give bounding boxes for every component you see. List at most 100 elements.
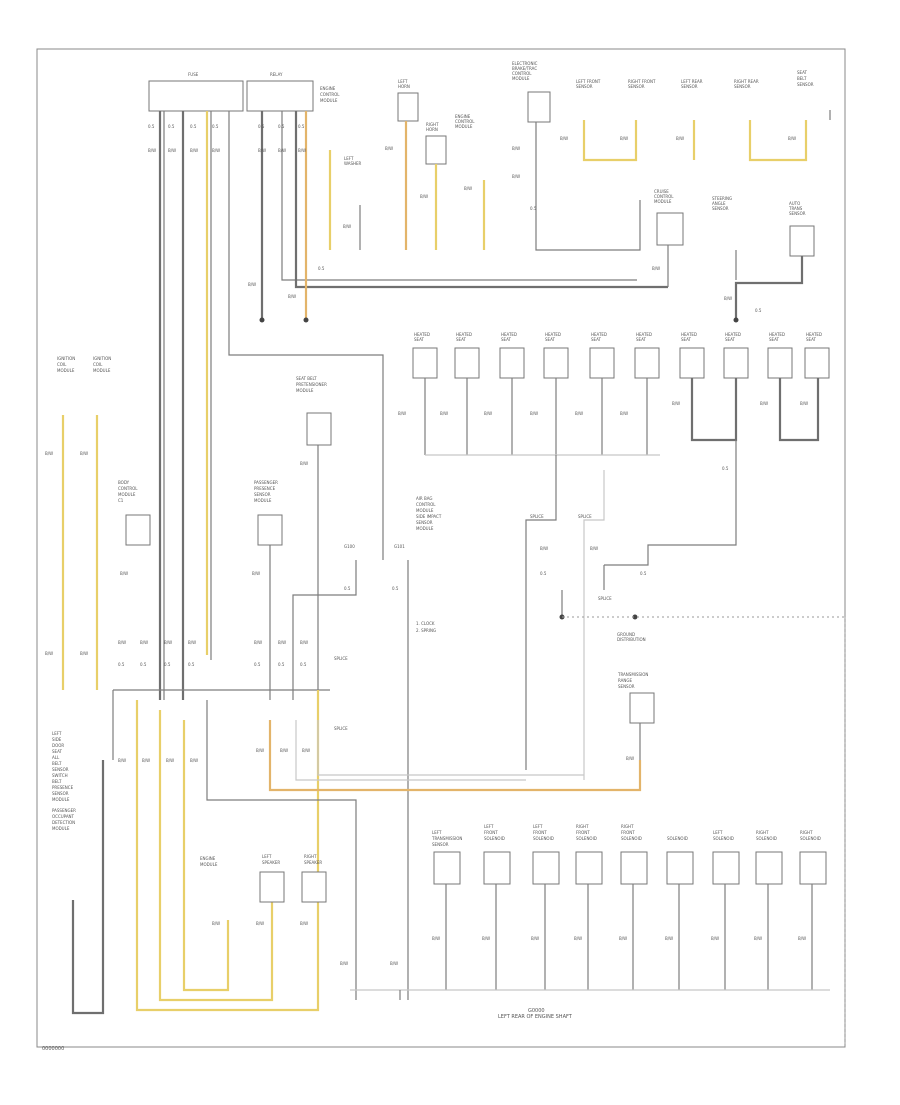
- svg-text:SPLICE: SPLICE: [334, 726, 348, 731]
- svg-text:SIDE: SIDE: [52, 737, 62, 742]
- svg-text:SEAT: SEAT: [725, 337, 735, 342]
- wires-middle: G100 G101 0.5 0.5: [269, 445, 409, 1000]
- svg-text:FUSE: FUSE: [188, 72, 199, 77]
- svg-text:HEATED: HEATED: [414, 332, 430, 337]
- svg-text:0.5: 0.5: [278, 662, 285, 667]
- svg-text:PRESENCE: PRESENCE: [52, 785, 74, 790]
- svg-text:B/W: B/W: [80, 651, 88, 656]
- svg-text:HEATED: HEATED: [725, 332, 741, 337]
- svg-text:0.5: 0.5: [190, 124, 197, 129]
- fuse-box-right: RELAY ENGINE CONTROL MODULE: [246, 72, 340, 112]
- svg-text:PRETENSIONER: PRETENSIONER: [296, 382, 327, 387]
- svg-text:B/W: B/W: [278, 148, 286, 153]
- svg-text:B/W: B/W: [148, 148, 156, 153]
- svg-text:0.5: 0.5: [755, 308, 762, 313]
- svg-text:B/W: B/W: [800, 401, 808, 406]
- svg-text:B/W: B/W: [652, 266, 660, 271]
- svg-text:2. SPRING: 2. SPRING: [416, 628, 436, 633]
- svg-text:HORN: HORN: [398, 84, 410, 89]
- svg-text:TRANSMISSION: TRANSMISSION: [431, 836, 462, 841]
- svg-text:B/W: B/W: [118, 640, 126, 645]
- component-seat-module: SEAT BELT PRETENSIONER MODULE B/W: [296, 376, 332, 466]
- svg-text:B/W: B/W: [248, 282, 256, 287]
- svg-text:B/W: B/W: [212, 148, 220, 153]
- svg-text:0.5: 0.5: [212, 124, 219, 129]
- svg-text:OCCUPANT: OCCUPANT: [52, 814, 75, 819]
- svg-text:SPEAKER: SPEAKER: [262, 860, 280, 865]
- svg-text:PRESENCE: PRESENCE: [254, 486, 276, 491]
- svg-text:0.5: 0.5: [540, 571, 547, 576]
- svg-text:CONTROL: CONTROL: [455, 119, 475, 124]
- svg-text:SEAT BELT: SEAT BELT: [296, 376, 317, 381]
- svg-text:PASSENGER: PASSENGER: [254, 480, 278, 485]
- svg-text:IGNITION: IGNITION: [57, 356, 75, 361]
- svg-text:B/W: B/W: [302, 748, 310, 753]
- svg-text:MODULE: MODULE: [455, 124, 473, 129]
- svg-text:SENSOR: SENSOR: [52, 767, 69, 772]
- svg-text:SEAT: SEAT: [681, 337, 691, 342]
- svg-text:DETECTION: DETECTION: [52, 820, 75, 825]
- svg-text:B/W: B/W: [142, 758, 150, 763]
- svg-text:FRONT: FRONT: [484, 830, 498, 835]
- svg-text:LEFT: LEFT: [432, 830, 442, 835]
- svg-text:COIL: COIL: [93, 362, 103, 367]
- svg-text:0.5: 0.5: [530, 206, 537, 211]
- left-description-block: LEFT SIDE DOOR SEAT ALL BELT SENSOR SWIT…: [52, 731, 76, 831]
- svg-text:C1: C1: [118, 498, 124, 503]
- ground-bus-bottom: B/W B/W G0000 LEFT REAR OF ENGINE SHAFT: [340, 961, 830, 1020]
- svg-text:MODULE: MODULE: [512, 76, 530, 81]
- svg-text:0.5: 0.5: [300, 662, 307, 667]
- svg-text:B/W: B/W: [620, 411, 628, 416]
- svg-text:B/W: B/W: [560, 136, 568, 141]
- svg-text:HEATED: HEATED: [681, 332, 697, 337]
- svg-text:B/W: B/W: [676, 136, 684, 141]
- svg-text:B/W: B/W: [420, 194, 428, 199]
- svg-text:B/W: B/W: [482, 936, 490, 941]
- svg-text:B/W: B/W: [168, 148, 176, 153]
- svg-text:B/W: B/W: [531, 936, 539, 941]
- svg-text:LEFT FRONT: LEFT FRONT: [576, 79, 601, 84]
- svg-text:SEAT: SEAT: [414, 337, 424, 342]
- svg-text:MODULE: MODULE: [52, 797, 70, 802]
- svg-text:SEAT: SEAT: [545, 337, 555, 342]
- svg-text:MODULE: MODULE: [654, 199, 672, 204]
- wires-lower-left: B/W B/W B/W B/W B/W B/W B/W: [71, 690, 642, 1015]
- svg-text:B/W: B/W: [80, 451, 88, 456]
- svg-text:HEATED: HEATED: [545, 332, 561, 337]
- svg-text:CONTROL: CONTROL: [118, 486, 138, 491]
- svg-text:AUTO: AUTO: [789, 201, 800, 206]
- svg-text:LEFT: LEFT: [398, 79, 408, 84]
- svg-text:B/W: B/W: [343, 224, 351, 229]
- component-diode: BODY CONTROL MODULE C1 B/W: [118, 480, 151, 576]
- svg-text:B/W: B/W: [798, 936, 806, 941]
- svg-text:LEFT: LEFT: [484, 824, 494, 829]
- svg-text:MODULE: MODULE: [93, 368, 111, 373]
- svg-text:0.5: 0.5: [640, 571, 647, 576]
- svg-text:B/W: B/W: [340, 961, 348, 966]
- svg-text:0.5: 0.5: [392, 586, 399, 591]
- svg-text:PASSENGER: PASSENGER: [52, 808, 76, 813]
- svg-text:MODULE: MODULE: [416, 526, 434, 531]
- svg-text:RIGHT: RIGHT: [576, 824, 589, 829]
- svg-text:B/W: B/W: [256, 921, 264, 926]
- svg-text:B/W: B/W: [212, 921, 220, 926]
- component-transmission-range: TRANSMISSION RANGE SENSOR B/W: [617, 672, 655, 761]
- svg-text:B/W: B/W: [754, 936, 762, 941]
- svg-text:B/W: B/W: [788, 136, 796, 141]
- svg-text:SENSOR: SENSOR: [52, 791, 69, 796]
- svg-text:RIGHT: RIGHT: [304, 854, 317, 859]
- svg-text:LEFT REAR: LEFT REAR: [681, 79, 703, 84]
- svg-text:B/W: B/W: [484, 411, 492, 416]
- svg-text:MODULE: MODULE: [320, 98, 338, 103]
- svg-text:B/W: B/W: [140, 640, 148, 645]
- svg-text:SENSOR: SENSOR: [416, 520, 433, 525]
- svg-text:SENSOR: SENSOR: [734, 84, 751, 89]
- svg-text:B/W: B/W: [280, 748, 288, 753]
- svg-text:SPLICE: SPLICE: [578, 514, 592, 519]
- svg-text:SOLENOID: SOLENOID: [713, 836, 734, 841]
- svg-text:B/W: B/W: [190, 758, 198, 763]
- svg-text:LEFT: LEFT: [344, 156, 354, 161]
- svg-text:SEAT: SEAT: [52, 749, 62, 754]
- svg-text:B/W: B/W: [120, 571, 128, 576]
